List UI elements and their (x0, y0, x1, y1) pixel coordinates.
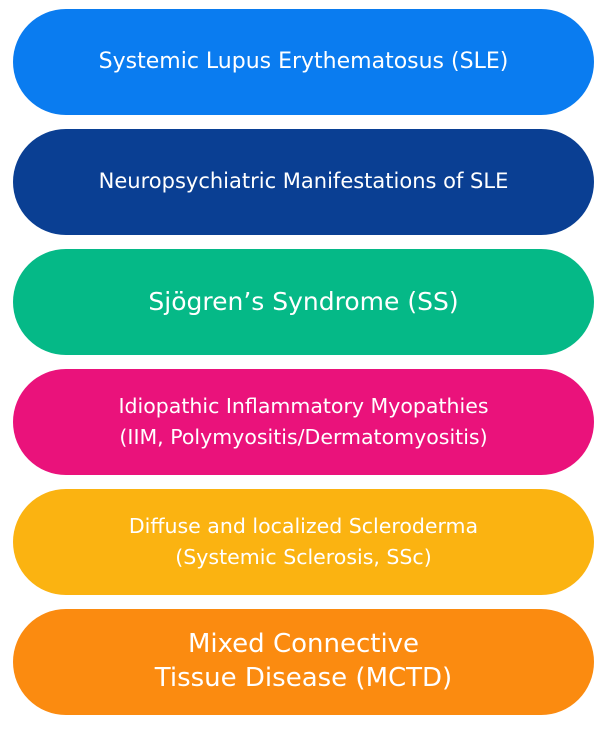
pill-label-line-2: (Systemic Sclerosis, SSc) (175, 545, 432, 569)
pill-label: Systemic Lupus Erythematosus (SLE) (98, 48, 509, 74)
pill-label: Neuropsychiatric Manifestations of SLE (98, 169, 509, 194)
pill-label-line-1: Mixed Connective (187, 629, 420, 660)
pill-scleroderma: Diffuse and localized Scleroderma (Syste… (13, 489, 594, 595)
pill-sle: Systemic Lupus Erythematosus (SLE) (13, 9, 594, 115)
pill-label-line-2: Tissue Disease (MCTD) (154, 663, 453, 693)
pill-label-line-1: Diffuse and localized Scleroderma (128, 514, 479, 539)
disease-list: Systemic Lupus Erythematosus (SLE) Neuro… (13, 9, 594, 715)
pill-label: Sjögren’s Syndrome (SS) (148, 286, 459, 316)
pill-label-line-2: (IIM, Polymyositis/Dermatomyositis) (119, 425, 488, 449)
pill-iim: Idiopathic Inflammatory Myopathies (IIM,… (13, 369, 594, 475)
pill-sjogren: Sjögren’s Syndrome (SS) (13, 249, 594, 355)
pill-label-line-1: Idiopathic Inflammatory Myopathies (118, 394, 489, 419)
pill-mctd: Mixed Connective Tissue Disease (MCTD) (13, 609, 594, 715)
pill-npsle: Neuropsychiatric Manifestations of SLE (13, 129, 594, 235)
